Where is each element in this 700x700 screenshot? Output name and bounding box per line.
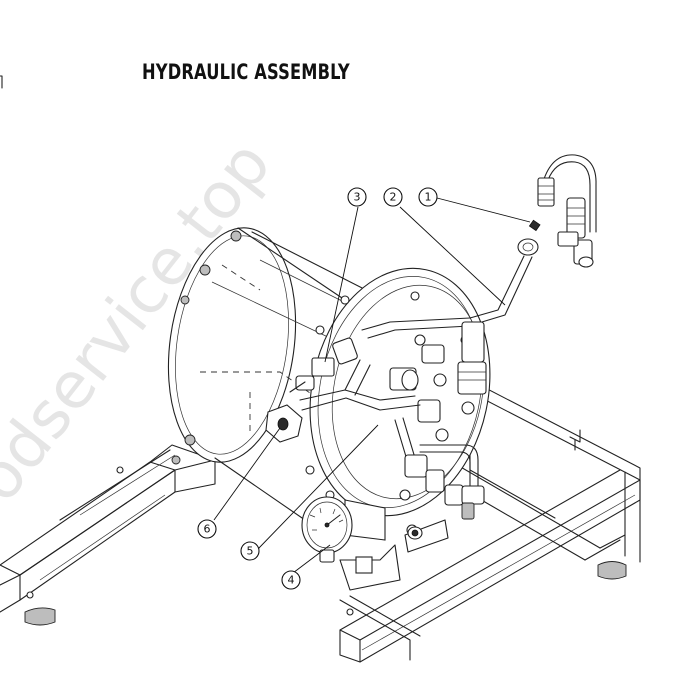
diagram-title: HYDRAULIC ASSEMBLY — [142, 60, 350, 84]
edge-mark — [0, 75, 3, 89]
base-frame — [0, 379, 641, 663]
svg-text:3: 3 — [354, 191, 361, 204]
svg-text:4: 4 — [288, 574, 295, 587]
callout-3: 3 — [347, 187, 367, 207]
hydraulic-lines — [265, 154, 597, 540]
pressure-gauge — [301, 496, 386, 563]
callout-2: 2 — [383, 187, 403, 207]
svg-text:5: 5 — [247, 545, 254, 558]
callouts: 1 2 3 4 5 6 — [197, 187, 531, 590]
svg-text:1: 1 — [425, 191, 432, 204]
svg-text:6: 6 — [204, 523, 211, 536]
callout-5: 5 — [240, 541, 260, 561]
svg-text:2: 2 — [390, 191, 397, 204]
callout-6: 6 — [197, 519, 217, 539]
callout-1: 1 — [418, 187, 438, 207]
callout-4: 4 — [281, 570, 301, 590]
hydraulic-cylinder — [167, 227, 491, 536]
